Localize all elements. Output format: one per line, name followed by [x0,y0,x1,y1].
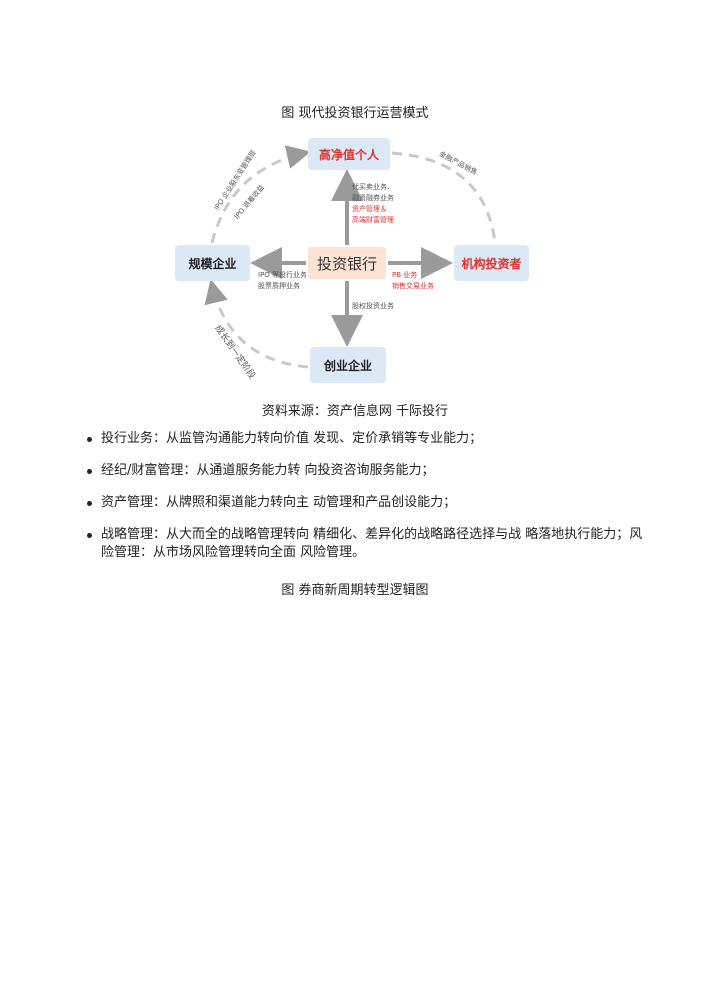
arc-bottomleft [204,279,309,369]
node-large-enterprise: 规模企业 [175,245,250,281]
diagram-arrows [204,145,497,369]
list-item: 投行业务：从监管沟通能力转向价值 发现、定价承销等专业能力； [85,430,645,448]
arc-topleft [210,145,311,244]
label-up-2: 融资融券业务 [352,194,394,202]
label-down-1: 股权投资业务 [352,302,394,310]
arc-topright [391,151,497,244]
label-right-2: 销售交易业务 [392,282,434,290]
figure-caption: 图 券商新周期转型逻辑图 [281,583,429,598]
bullet-list: 投行业务：从监管沟通能力转向价值 发现、定价承销等专业能力； 经纪/财富管理：从… [85,430,645,576]
label-up-4: 高端财富管理 [352,216,394,224]
list-item: 资产管理：从牌照和渠道能力转向主 动管理和产品创设能力； [85,494,645,512]
figure-title: 图 现代投资银行运营模式 [281,106,429,121]
node-startup: 创业企业 [310,347,386,383]
node-investment-bank: 投资银行 [308,247,386,279]
label-left-2: 股票质押业务 [258,282,300,290]
label-up-3: 资产管理＆ [352,205,387,213]
node-institutional-investor: 机构投资者 [454,245,529,281]
node-high-net-worth: 高净值个人 [308,138,390,170]
label-up-1: 代买卖业务、 [352,183,394,191]
operating-model-diagram: 高净值个人 规模企业 机构投资者 创业企业 投资银行 代买卖业务、 融资融券业务… [160,125,550,395]
source-note: 资料来源：资产信息网 千际投行 [261,404,449,419]
label-left-1: IPO 等投行业务 [258,271,308,279]
label-right-1: PB 业务 [392,271,418,279]
list-item: 经纪/财富管理：从通道服务能力转 向投资咨询服务能力； [85,462,645,480]
list-item: 战略管理：从大而全的战略管理转向 精细化、差异化的战略路径选择与战 略落地执行能… [85,526,645,562]
